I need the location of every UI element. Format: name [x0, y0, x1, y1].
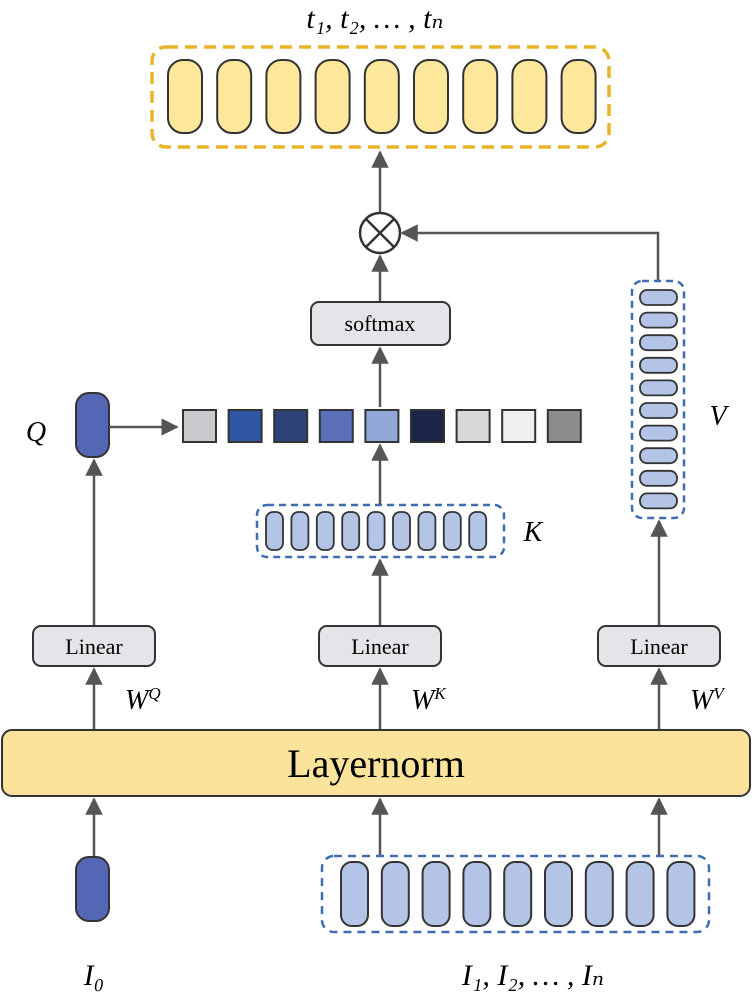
value-token-group: [639, 289, 678, 510]
linear-v-label: Linear: [630, 634, 688, 659]
attention-score-row: [182, 409, 582, 443]
output-container: [150, 45, 611, 149]
attention-cell: [410, 409, 445, 443]
attention-cell: [501, 409, 537, 443]
value-token: [639, 356, 678, 374]
key-token: [366, 511, 386, 551]
value-token: [639, 424, 678, 442]
value-token: [639, 447, 678, 465]
input-token: [340, 861, 369, 927]
input-token: [666, 861, 696, 927]
input-token: [503, 861, 533, 927]
input-left-label: I₀: [83, 959, 104, 992]
value-token: [639, 289, 678, 306]
k-label: K: [523, 517, 544, 548]
value-container: [630, 279, 686, 520]
key-token: [341, 511, 361, 551]
value-token: [639, 379, 678, 397]
output-token: [167, 59, 203, 134]
attention-cell: [273, 409, 309, 443]
layernorm-label: Layernorm: [287, 741, 465, 786]
v-label: V: [709, 401, 729, 432]
key-token: [442, 511, 462, 551]
value-token: [639, 311, 678, 329]
key-token: [417, 511, 437, 551]
output-label: t₁, t₂, … , tₙ: [306, 2, 443, 35]
key-token: [290, 511, 310, 551]
linear-v-box: Linear: [597, 625, 721, 667]
output-token: [511, 59, 548, 134]
attention-cell: [546, 409, 582, 443]
arrow-v-to-multiply: [400, 224, 660, 281]
attention-cell: [182, 409, 217, 443]
output-token: [265, 59, 302, 134]
input-token: [380, 861, 410, 927]
output-token: [216, 59, 253, 134]
query-token: [75, 392, 110, 458]
output-token: [413, 59, 449, 134]
input-token: [421, 861, 451, 927]
output-token: [560, 59, 597, 134]
key-token: [468, 511, 488, 551]
input-token: [462, 861, 492, 927]
wq-label: WQ: [125, 684, 161, 716]
linear-k-label: Linear: [351, 634, 409, 659]
key-token: [265, 511, 284, 551]
key-token: [315, 511, 335, 551]
value-token: [639, 402, 678, 419]
q-label: Q: [26, 417, 46, 448]
softmax-label: softmax: [345, 311, 416, 336]
output-token: [363, 59, 400, 134]
wk-label: WK: [411, 684, 447, 716]
value-token: [639, 469, 678, 487]
layernorm-box: [1, 729, 751, 797]
linear-q-box: Linear: [32, 625, 156, 667]
key-token-group: [265, 511, 488, 551]
input-token: [625, 861, 655, 927]
wv-label: WV: [690, 684, 726, 716]
value-token: [639, 334, 678, 352]
attention-cell: [455, 409, 491, 443]
linear-k-box: Linear: [318, 625, 442, 667]
input-right-label: I₁, I₂, … , Iₙ: [461, 959, 604, 992]
key-container: [255, 503, 506, 559]
input-token-group: [340, 861, 696, 927]
output-token-group: [167, 59, 597, 134]
multiply-icon: [358, 211, 402, 255]
attention-cell: [364, 409, 400, 443]
output-token: [462, 59, 499, 134]
key-token: [392, 511, 411, 551]
value-token: [639, 492, 678, 510]
linear-q-label: Linear: [65, 634, 123, 659]
input-container: [320, 854, 711, 934]
softmax-box: [310, 301, 451, 346]
input-token-i0: [75, 856, 110, 922]
attention-cell: [227, 409, 263, 443]
attention-cell: [318, 409, 354, 443]
output-token: [314, 59, 351, 134]
input-token: [544, 861, 573, 927]
input-token: [584, 861, 614, 927]
